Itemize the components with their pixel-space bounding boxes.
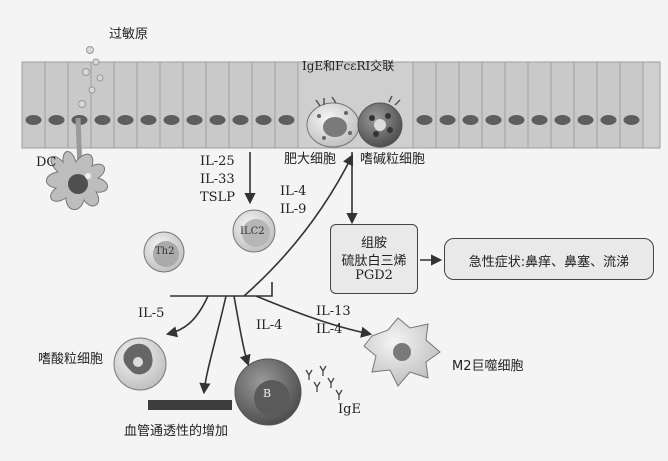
epithelial-cell [619,61,644,149]
eosinophil-label: 嗜酸粒细胞 [38,352,104,367]
b-cell-label: B [263,387,272,400]
ige-antibodies [305,365,343,400]
epithelial-cell [182,61,207,149]
il4-mid-label: IL-4 [256,318,283,333]
tslp-label: TSLP [200,190,235,205]
vascular-label: 血管通透性的增加 [124,424,229,439]
dendritic-cell [46,117,108,210]
epithelial-cell [159,61,184,149]
mediator-line-2: 硫肽白三烯 [341,254,407,269]
mediator-box: 组胺 硫肽白三烯 PGD2 [330,224,418,294]
epithelial-nucleus [163,115,180,125]
epithelial-nucleus [25,115,42,125]
eosinophil [113,337,167,391]
epithelial-nucleus [94,115,111,125]
mediator-line-3: PGD2 [355,268,393,283]
vessel-bar [148,400,232,410]
il4-top-label: IL-4 [280,184,307,199]
arrows [165,152,443,395]
th2-cell [143,231,185,273]
epithelial-cell [504,61,529,149]
epithelial-cell [136,61,161,149]
epithelial-nucleus [209,115,226,125]
epithelial-nucleus [117,115,134,125]
epithelial-nucleus [186,115,203,125]
ilc2-cell [232,209,276,253]
epithelial-cell [21,61,46,149]
il13-label: IL-13 [316,304,351,319]
epithelial-nucleus [255,115,272,125]
il25-label: IL-25 [200,154,235,169]
symptoms-text: 急性症状:鼻痒、鼻塞、流涕 [468,255,630,270]
ige-label: IgE [338,402,361,417]
epithelial-cell [90,61,115,149]
epithelial-nucleus [508,115,525,125]
epithelial-nucleus [462,115,479,125]
epithelial-nucleus [278,115,295,125]
symptoms-box: 急性症状:鼻痒、鼻塞、流涕 [444,238,654,280]
epithelial-nucleus [600,115,617,125]
epithelial-nucleus [439,115,456,125]
il33-label: IL-33 [200,172,235,187]
epithelial-cell [113,61,138,149]
crosslink-label: IgE和FcεRI交联 [302,59,395,73]
epithelial-cell [435,61,460,149]
epithelial-cell [573,61,598,149]
basophil-label: 嗜碱粒细胞 [360,152,426,167]
basophil [357,95,403,148]
epithelial-nucleus [531,115,548,125]
epithelial-cell [44,61,69,149]
mediator-line-1: 组胺 [360,236,387,251]
epithelial-cell [251,61,276,149]
epithelial-nucleus [416,115,433,125]
epithelial-cell [481,61,506,149]
mast-cell-label: 肥大细胞 [284,152,337,167]
il4-right-label: IL-4 [316,322,343,337]
il9-label: IL-9 [280,202,307,217]
epithelial-cell [412,61,437,149]
epithelial-nucleus [48,115,65,125]
epithelial-cell [274,61,299,149]
ilc2-label: ILC2 [240,226,265,237]
allergen-label: 过敏原 [109,27,149,42]
epithelial-nucleus [623,115,640,125]
dc-label: DC [36,155,57,170]
allergen-particles [78,46,104,108]
b-cell [234,358,302,426]
th2-label: Th2 [155,246,175,257]
epithelial-nucleus [140,115,157,125]
epithelial-cell [458,61,483,149]
epithelial-cell [550,61,575,149]
m2-label: M2巨噬细胞 [452,359,524,374]
epithelial-nucleus [232,115,249,125]
epithelial-nucleus [485,115,502,125]
epithelial-cell [527,61,552,149]
epithelial-nucleus [577,115,594,125]
m2-macrophage [363,317,441,387]
epithelial-cell [228,61,253,149]
il5-label: IL-5 [138,306,165,321]
epithelial-cell [205,61,230,149]
epithelial-nucleus [554,115,571,125]
epithelial-cell [596,61,621,149]
mast-cell [306,96,360,148]
